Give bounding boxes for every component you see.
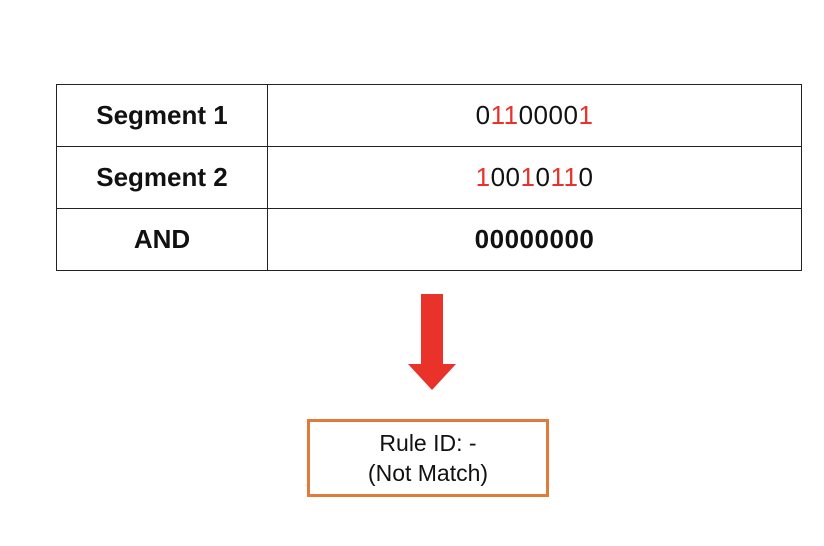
bit: 0 (578, 162, 594, 192)
bit: 0 (533, 100, 549, 130)
bit: 0 (535, 162, 551, 192)
arrow-shape (408, 294, 456, 390)
down-arrow-icon (408, 294, 456, 390)
bit: 0 (548, 100, 564, 130)
table-row: Segment 2 10010110 (56, 146, 802, 209)
highlighted-bit: 1 (490, 100, 504, 130)
bit: 0 (475, 100, 491, 130)
bit: 0 (489, 224, 505, 254)
bit: 0 (564, 224, 580, 254)
bit: 0 (534, 224, 550, 254)
bit: 0 (474, 224, 490, 254)
row-label: AND (56, 208, 268, 271)
row-label: Segment 1 (56, 84, 268, 147)
highlighted-bit: 1 (550, 162, 564, 192)
highlighted-bit: 1 (475, 162, 491, 192)
bit: 0 (518, 100, 534, 130)
bit: 0 (490, 162, 506, 192)
highlighted-bit: 1 (563, 162, 579, 192)
table-row: AND 00000000 (56, 208, 802, 271)
bit: 0 (504, 224, 520, 254)
bit: 0 (549, 224, 565, 254)
bit-string: 10010110 (267, 146, 802, 209)
bit: 0 (579, 224, 595, 254)
row-label: Segment 2 (56, 146, 268, 209)
table-row: Segment 1 01100001 (56, 84, 802, 147)
result-line-1: Rule ID: - (379, 430, 477, 456)
bit: 0 (563, 100, 579, 130)
result-line-2: (Not Match) (367, 460, 489, 486)
segment-table: Segment 1 01100001 Segment 2 10010110 AN… (56, 84, 802, 271)
highlighted-bit: 1 (503, 100, 519, 130)
result-box: Rule ID: - (Not Match) (307, 419, 549, 497)
bit-string: 01100001 (267, 84, 802, 147)
bit: 0 (505, 162, 521, 192)
bit-string: 00000000 (267, 208, 802, 271)
highlighted-bit: 1 (520, 162, 536, 192)
bit: 0 (519, 224, 535, 254)
highlighted-bit: 1 (578, 100, 594, 130)
